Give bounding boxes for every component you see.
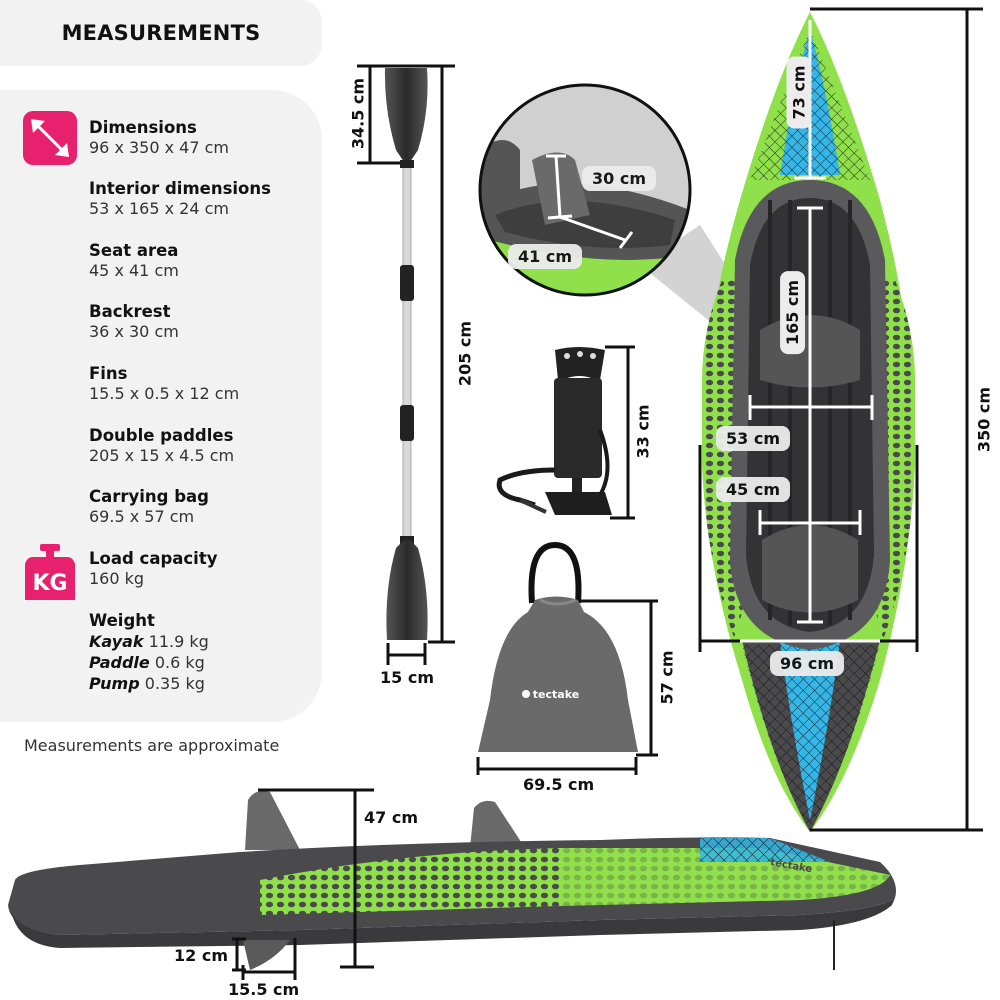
spec-label: Seat area	[89, 241, 179, 260]
kayak-side-view: tectake	[8, 788, 896, 980]
spec-value: 45 x 41 cm	[89, 261, 179, 280]
spec-interior-dimensions: Interior dimensions 53 x 165 x 24 cm	[89, 179, 271, 219]
pump-illustration	[496, 345, 635, 520]
kayak-width-pill: 96 cm	[770, 651, 844, 676]
paddle-total-length-label: 205 cm	[455, 320, 475, 387]
spec-value: 205 x 15 x 4.5 cm	[89, 446, 235, 465]
spec-carrying-bag: Carrying bag 69.5 x 57 cm	[89, 487, 209, 527]
spec-weight: Weight Kayak 11.9 kg Paddle 0.6 kg Pump …	[89, 611, 209, 694]
weight-item-value: 0.6 kg	[154, 653, 205, 672]
spec-fins: Fins 15.5 x 0.5 x 12 cm	[89, 364, 239, 404]
spec-label: Backrest	[89, 302, 171, 321]
spec-label: Carrying bag	[89, 487, 209, 506]
approximate-note: Measurements are approximate	[24, 736, 280, 755]
carrying-bag-illustration: tectake	[476, 541, 658, 775]
bag-brand-text: tectake	[533, 688, 579, 701]
spec-value: 69.5 x 57 cm	[89, 507, 195, 526]
weight-item-value: 0.35 kg	[144, 674, 205, 693]
spec-label: Interior dimensions	[89, 179, 271, 198]
spec-label: Dimensions	[89, 118, 197, 137]
weight-item-name: Kayak	[89, 632, 144, 651]
spec-label: Weight	[89, 611, 155, 630]
spec-label: Double paddles	[89, 426, 234, 445]
paddle-blade-width-label: 15 cm	[380, 668, 434, 687]
spec-value: 15.5 x 0.5 x 12 cm	[89, 384, 240, 403]
seat-depth-pill: 41 cm	[508, 244, 582, 269]
brand-logo-icon	[522, 690, 530, 698]
bow-deck-pill: 73 cm	[786, 56, 812, 129]
spec-label: Load capacity	[89, 549, 218, 568]
weight-kayak: Kayak 11.9 kg	[89, 631, 209, 652]
kayak-height-label: 47 cm	[364, 808, 418, 827]
bag-width-label: 69.5 cm	[523, 775, 595, 794]
diagonal-arrows-icon	[23, 111, 77, 165]
spec-backrest: Backrest 36 x 30 cm	[89, 302, 179, 342]
weight-paddle: Paddle 0.6 kg	[89, 652, 209, 673]
seat-width-pill: 45 cm	[716, 477, 790, 502]
weight-item-value: 11.9 kg	[148, 632, 209, 651]
spec-value: 53 x 165 x 24 cm	[89, 199, 230, 218]
spec-dimensions: Dimensions 96 x 350 x 47 cm	[89, 118, 229, 158]
weight-item-name: Paddle	[89, 653, 150, 672]
fin-height-label: 12 cm	[174, 946, 228, 965]
spec-seat-area: Seat area 45 x 41 cm	[89, 241, 179, 281]
kayak-top-view	[698, 7, 983, 832]
paddle-blade-length-label: 34.5 cm	[348, 77, 368, 150]
fin-length-label: 15.5 cm	[228, 980, 300, 999]
weight-pump: Pump 0.35 kg	[89, 673, 209, 694]
spec-load-capacity: Load capacity 160 kg	[89, 549, 217, 589]
kg-weight-icon: KG	[23, 544, 77, 600]
title-box: MEASUREMENTS	[0, 0, 322, 66]
spec-panel	[0, 90, 322, 722]
page-title: MEASUREMENTS	[61, 21, 261, 45]
backrest-height-pill: 30 cm	[582, 166, 656, 191]
paddle-illustration	[357, 64, 455, 665]
spec-double-paddles: Double paddles 205 x 15 x 4.5 cm	[89, 426, 234, 466]
kayak-length-label: 350 cm	[974, 386, 994, 453]
spec-label: Fins	[89, 364, 128, 383]
weight-item-name: Pump	[89, 674, 140, 693]
kg-icon-text: KG	[32, 571, 67, 596]
spec-value: 96 x 350 x 47 cm	[89, 138, 230, 157]
interior-length-pill: 165 cm	[780, 270, 806, 355]
spec-value: 36 x 30 cm	[89, 322, 179, 341]
pump-height-label: 33 cm	[633, 404, 653, 459]
spec-value: 160 kg	[89, 569, 145, 588]
interior-width-pill: 53 cm	[716, 426, 790, 451]
bag-height-label: 57 cm	[657, 650, 677, 705]
